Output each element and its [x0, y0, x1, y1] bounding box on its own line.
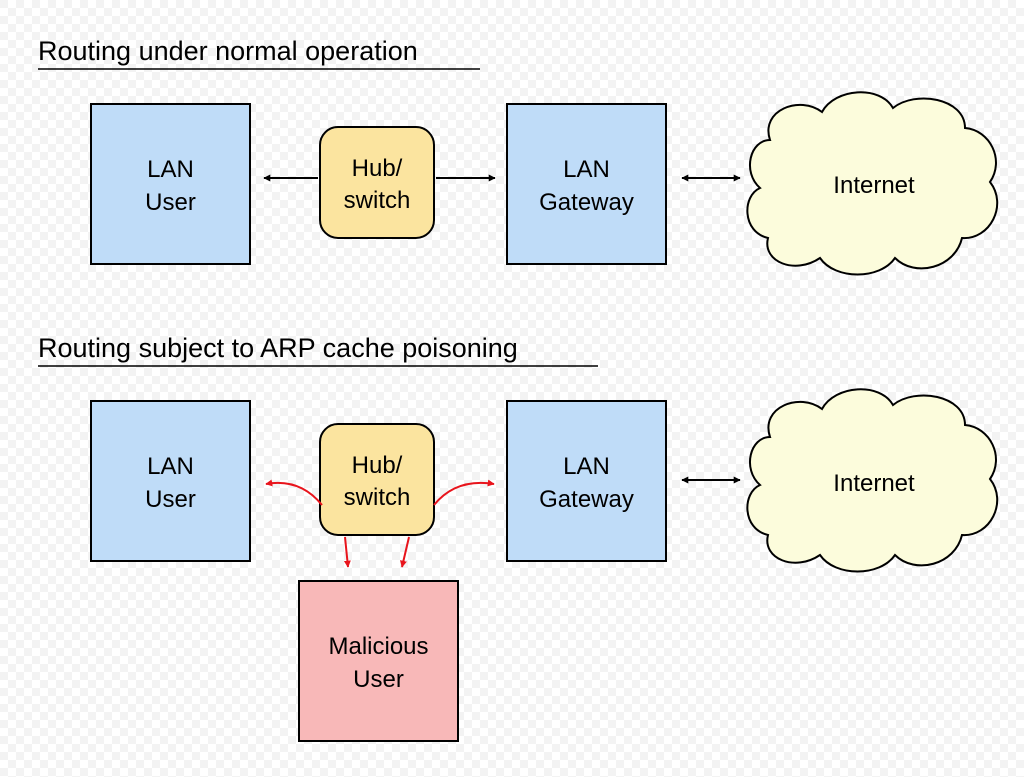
lan-user-label-line1: LAN: [147, 453, 194, 480]
gateway-label-line1: LAN: [563, 453, 610, 480]
lan-user-box-poisoned: LAN User: [90, 400, 251, 562]
hub-label-line2: switch: [344, 187, 411, 214]
hub-label-line2: switch: [344, 484, 411, 511]
hub-switch-box: Hub/ switch: [319, 126, 435, 239]
malicious-label-line2: User: [353, 666, 404, 693]
internet-cloud: Internet: [746, 91, 999, 276]
title-normal: Routing under normal operation: [38, 36, 418, 66]
internet-cloud-poisoned: Internet: [746, 388, 999, 573]
lan-gateway-box-poisoned: LAN Gateway: [506, 400, 667, 562]
hub-switch-box-poisoned: Hub/ switch: [319, 423, 435, 536]
section-normal: Routing under normal operation LAN User …: [38, 36, 999, 276]
attack-arrow-to-user: [265, 479, 323, 506]
internet-label: Internet: [833, 172, 915, 199]
lan-user-label-line2: User: [145, 189, 196, 216]
title-poisoned: Routing subject to ARP cache poisoning: [38, 333, 518, 363]
attack-arrow-to-gateway: [433, 479, 495, 506]
attack-arrow-down-left: [343, 536, 351, 568]
lan-user-label-line1: LAN: [147, 156, 194, 183]
lan-gateway-box: LAN Gateway: [506, 103, 667, 265]
internet-label: Internet: [833, 470, 915, 497]
hub-label-line1: Hub/: [352, 452, 403, 479]
gateway-label-line2: Gateway: [539, 486, 634, 513]
gateway-label-line2: Gateway: [539, 189, 634, 216]
malicious-user-box: Malicious User: [298, 580, 459, 742]
lan-user-box: LAN User: [90, 103, 251, 265]
attack-arrow-down-right: [400, 536, 410, 568]
gateway-label-line1: LAN: [563, 156, 610, 183]
section-poisoned: Routing subject to ARP cache poisoning L…: [38, 333, 999, 742]
hub-label-line1: Hub/: [352, 155, 403, 182]
lan-user-label-line2: User: [145, 486, 196, 513]
malicious-label-line1: Malicious: [328, 633, 428, 660]
